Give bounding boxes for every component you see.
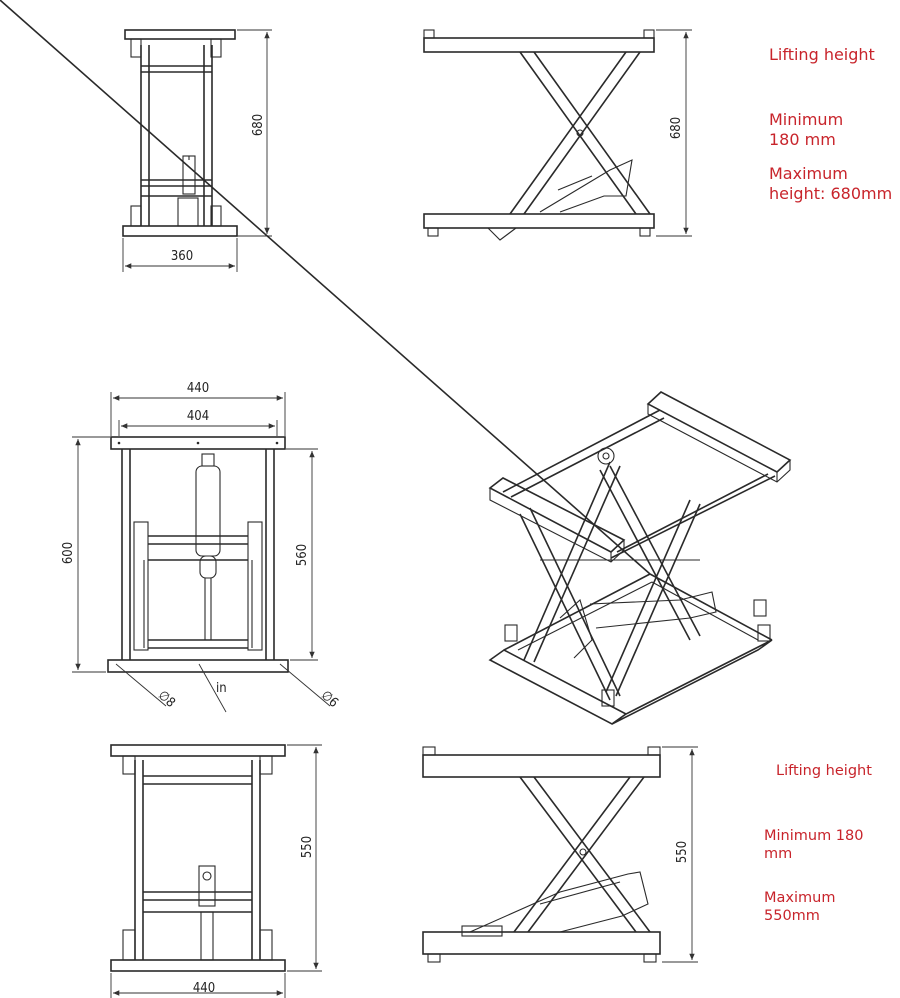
dim-top-front-width: 360 <box>171 249 193 264</box>
front-view-680 <box>122 29 238 237</box>
note-maximum-680: Maximum height: 680mm <box>769 164 893 203</box>
note-lifting-height-550: Lifting height <box>776 763 872 779</box>
dim-top-side-height: 680 <box>669 117 684 139</box>
dim-mid-total-height: 600 <box>61 542 76 564</box>
dim-bottom-front-width: 440 <box>193 981 215 996</box>
front-view-550 <box>110 744 286 972</box>
dim-hole-mid: in <box>216 681 227 696</box>
note-lifting-height-680: Lifting height <box>769 45 875 64</box>
note-minimum-680: Minimum 180 mm <box>769 110 844 149</box>
dim-mid-outer-width: 440 <box>187 381 209 396</box>
dim-hole-right: ∅6 <box>318 688 341 711</box>
side-view-680 <box>423 29 655 241</box>
side-view-550 <box>422 746 661 963</box>
dim-mid-inner-width: 404 <box>187 409 209 424</box>
note-maximum-550: Maximum 550mm <box>764 890 836 924</box>
dim-hole-left: ∅8 <box>155 688 178 711</box>
note-minimum-550: Minimum 180 mm <box>764 828 864 862</box>
dim-mid-inner-height: 560 <box>295 544 310 566</box>
dim-bottom-side-height: 550 <box>675 841 690 863</box>
isometric-view <box>0 0 792 725</box>
dim-bottom-front-height: 550 <box>300 836 315 858</box>
dim-top-front-height: 680 <box>251 114 266 136</box>
front-view-600 <box>107 436 289 673</box>
